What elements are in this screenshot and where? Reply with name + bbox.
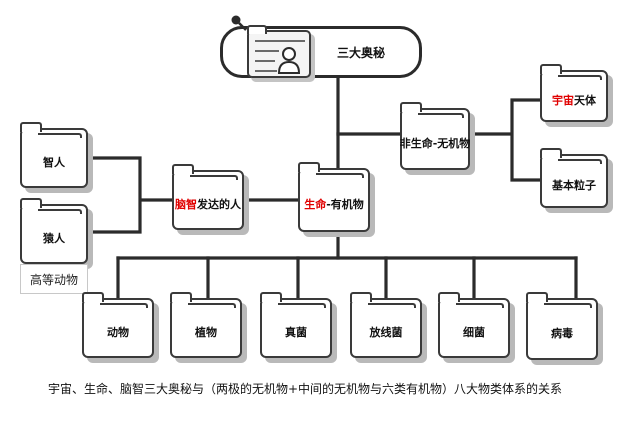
node-life: 生命-有机物 <box>298 162 370 232</box>
window-bar <box>558 75 602 80</box>
connector-bus-drops <box>116 256 578 300</box>
node-universe: 宇宙天体 <box>540 64 608 122</box>
node-nonlife: 非生命-无机物 <box>399 102 471 170</box>
window-tab <box>438 292 460 302</box>
window-tab <box>350 292 372 302</box>
window-bar <box>278 303 326 308</box>
user-window-line <box>255 60 275 62</box>
node-particles: 基本粒子 <box>540 148 608 208</box>
node-ape-label: 猿人 <box>43 232 65 245</box>
node-particles-label: 基本粒子 <box>552 179 596 192</box>
higher-animals-tag: 高等动物 <box>20 264 88 294</box>
connector-brain-branch <box>86 156 174 234</box>
user-window-line <box>255 50 279 52</box>
node-bacteria: 细菌 <box>438 292 510 358</box>
node-brain-label: 脑智发达的人 <box>175 198 241 211</box>
node-fungi-label: 真菌 <box>285 326 307 339</box>
window-bar <box>316 173 364 178</box>
connector-nonlife-branch <box>468 98 542 182</box>
window-tab <box>540 148 562 158</box>
cursor-icon <box>231 15 247 31</box>
user-window-line <box>255 40 305 42</box>
window-tab <box>260 292 282 302</box>
window-tab <box>172 164 194 174</box>
node-virus: 病毒 <box>526 292 598 360</box>
node-virus-label: 病毒 <box>551 327 573 340</box>
node-nonlife-label: 非生命-无机物 <box>399 137 471 150</box>
node-animal: 动物 <box>82 292 154 358</box>
window-bar <box>190 175 238 180</box>
user-window-line <box>255 70 277 72</box>
node-sapiens-label: 智人 <box>43 156 65 169</box>
window-tab <box>82 292 104 302</box>
node-life-label: 生命-有机物 <box>304 198 364 211</box>
node-fungi: 真菌 <box>260 292 332 358</box>
user-window <box>247 25 311 78</box>
user-window-tab <box>247 25 267 34</box>
window-tab <box>298 162 320 172</box>
window-bar <box>188 303 236 308</box>
node-actinomycetes-label: 放线菌 <box>369 326 403 339</box>
window-tab <box>170 292 192 302</box>
node-brain: 脑智发达的人 <box>172 164 244 230</box>
three-mysteries-label: 三大奥秘 <box>336 45 385 60</box>
window-bar <box>544 303 592 308</box>
window-tab <box>20 122 42 132</box>
node-actinomycetes: 放线菌 <box>350 292 422 358</box>
window-tab <box>526 292 548 302</box>
window-bar <box>38 133 82 138</box>
node-sapiens: 智人 <box>20 122 88 188</box>
window-tab <box>540 64 562 74</box>
window-bar <box>38 209 82 214</box>
node-plant: 植物 <box>170 292 242 358</box>
node-plant-label: 植物 <box>195 326 217 339</box>
window-bar <box>100 303 148 308</box>
diagram-caption: 宇宙、生命、脑智三大奥秘与（两极的无机物+中间的无机物与六类有机物）八大物类体系… <box>48 382 563 396</box>
user-icon <box>277 47 301 74</box>
node-bacteria-label: 细菌 <box>463 326 485 339</box>
node-universe-label: 宇宙天体 <box>552 94 596 107</box>
window-bar <box>456 303 504 308</box>
window-tab <box>20 198 42 208</box>
node-animal-label: 动物 <box>107 326 129 339</box>
window-bar <box>368 303 416 308</box>
window-bar <box>558 159 602 164</box>
window-tab <box>400 102 422 112</box>
window-bar <box>418 113 464 118</box>
node-ape: 猿人 <box>20 198 88 264</box>
